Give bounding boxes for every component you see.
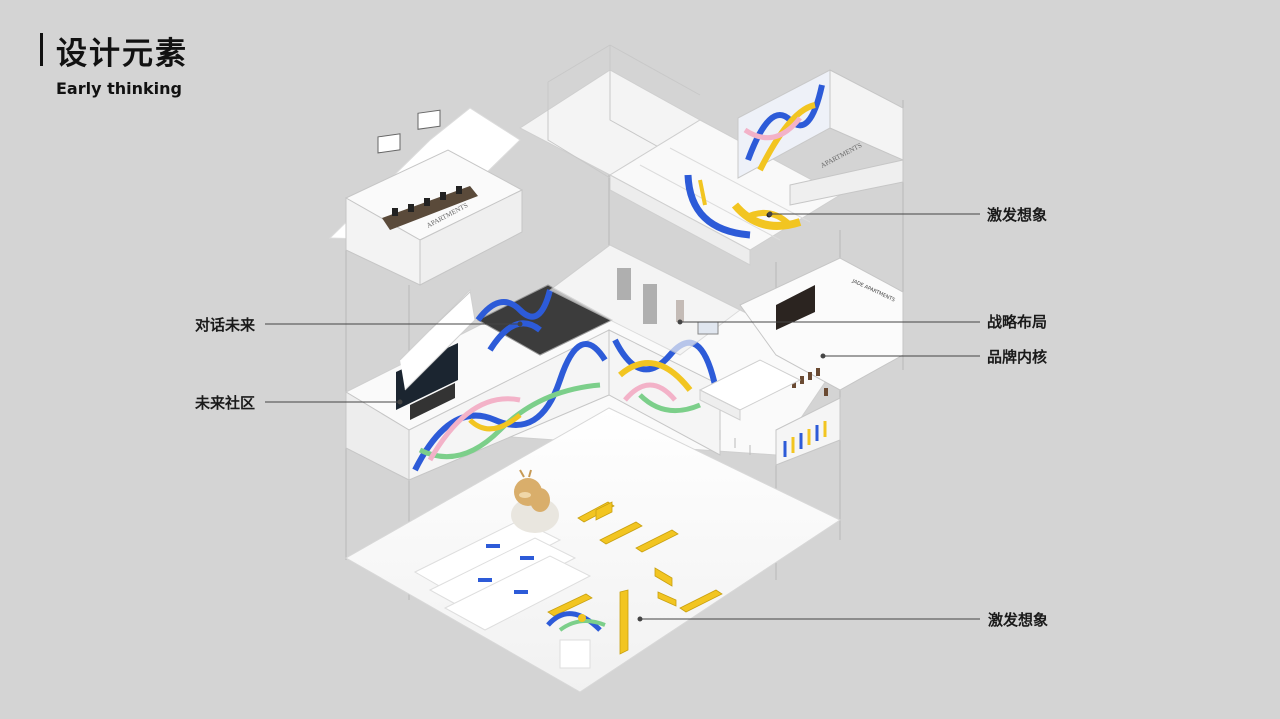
sculpture — [546, 611, 606, 669]
middle-level: JADE APARTMENTS — [344, 244, 904, 481]
page-title: 设计元素 — [56, 36, 188, 72]
apartments-sign-b: APARTMENTS — [819, 141, 863, 170]
callout-inspire-imagination-top: 激发想象 — [987, 206, 1048, 224]
callout-brand-core: 品牌内核 — [987, 348, 1048, 366]
callout-dialogue-future: 对话未来 — [195, 316, 256, 334]
ground-level — [344, 407, 842, 693]
callout-inspire-imagination-bottom: 激发想象 — [988, 611, 1049, 629]
title-accent-bar — [40, 33, 43, 66]
top-level: APARTMENTS APARTMENTS — [328, 44, 904, 286]
callout-future-community: 未来社区 — [195, 394, 256, 412]
page-subtitle: Early thinking — [56, 79, 182, 98]
duck-mascot — [511, 469, 559, 533]
callout-strategy-layout: 战略布局 — [987, 313, 1048, 331]
callout-leaders — [265, 211, 980, 622]
